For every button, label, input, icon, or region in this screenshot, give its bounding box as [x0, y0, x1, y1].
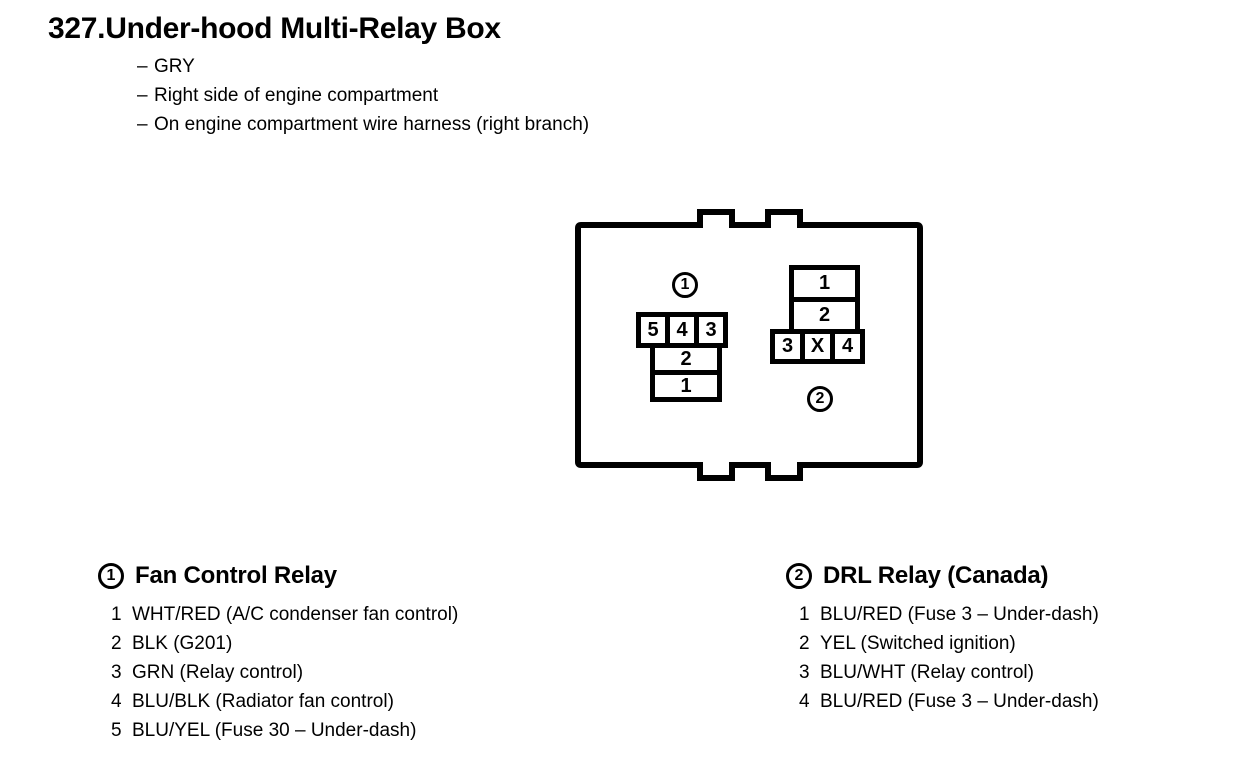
legend-pin-text: YEL (Switched ignition) [820, 633, 1016, 654]
dash-bullet: – [137, 85, 148, 106]
legend-pin-number: 2 [111, 633, 122, 654]
diagram-callout-1: 1 [672, 272, 698, 298]
connector-2-terminal[interactable]: 2 [789, 297, 860, 334]
legend-pin-row: 4 BLU/RED (Fuse 3 – Under-dash) [799, 687, 1099, 716]
legend-title: DRL Relay (Canada) [823, 562, 1049, 589]
connector-1-terminal[interactable]: 5 [636, 312, 670, 348]
header-note-text: On engine compartment wire harness (righ… [154, 114, 590, 135]
legend-pin-row: 3 BLU/WHT (Relay control) [799, 658, 1099, 687]
legend-pin-list: 1 WHT/RED (A/C condenser fan control) 2 … [111, 600, 458, 745]
header-note-text: Right side of engine compartment [154, 85, 439, 106]
connector-1-stack: 2 1 [650, 343, 728, 402]
connector-2-stack: 1 2 [789, 265, 865, 334]
legend-pin-row: 2 YEL (Switched ignition) [799, 629, 1099, 658]
connector-2[interactable]: 1 2 3 X 4 [770, 265, 865, 364]
legend-pin-number: 5 [111, 720, 122, 741]
legend-pin-row: 3 GRN (Relay control) [111, 658, 458, 687]
legend-drl-relay: 2 DRL Relay (Canada) 1 BLU/RED (Fuse 3 –… [786, 562, 1099, 716]
legend-pin-text: BLK (G201) [132, 633, 233, 654]
legend-pin-text: BLU/RED (Fuse 3 – Under-dash) [820, 691, 1099, 712]
legend-pin-row: 5 BLU/YEL (Fuse 30 – Under-dash) [111, 716, 458, 745]
dash-bullet: – [137, 56, 148, 77]
legend-badge-2: 2 [786, 563, 812, 589]
legend-title: Fan Control Relay [135, 562, 337, 589]
connector-2-bottom-row: 3 X 4 [770, 329, 865, 364]
legend-pin-text: BLU/BLK (Radiator fan control) [132, 691, 394, 712]
header-note: – GRY [137, 52, 589, 81]
header-note: – On engine compartment wire harness (ri… [137, 110, 589, 139]
connector-1-terminal[interactable]: 3 [694, 312, 728, 348]
legend-pin-number: 2 [799, 633, 810, 654]
relay-box-diagram: 1 5 4 3 2 1 1 2 3 X 4 2 [560, 190, 940, 500]
connector-2-terminal[interactable]: 4 [830, 329, 865, 364]
legend-pin-text: GRN (Relay control) [132, 662, 304, 683]
legend-pin-row: 4 BLU/BLK (Radiator fan control) [111, 687, 458, 716]
header-note-text: GRY [154, 56, 195, 77]
legend-pin-row: 2 BLK (G201) [111, 629, 458, 658]
diagram-callout-2: 2 [807, 386, 833, 412]
legend-pin-text: BLU/YEL (Fuse 30 – Under-dash) [132, 720, 417, 741]
legend-pin-row: 1 BLU/RED (Fuse 3 – Under-dash) [799, 600, 1099, 629]
legend-header: 2 DRL Relay (Canada) [786, 562, 1099, 590]
legend-pin-text: BLU/WHT (Relay control) [820, 662, 1034, 683]
connector-1[interactable]: 5 4 3 2 1 [636, 312, 728, 402]
connector-1-top-row: 5 4 3 [636, 312, 728, 348]
legend-pin-number: 3 [111, 662, 122, 683]
legend-pin-number: 4 [111, 691, 122, 712]
legend-pin-number: 1 [111, 604, 122, 625]
connector-1-terminal[interactable]: 1 [650, 370, 722, 402]
legend-header: 1 Fan Control Relay [98, 562, 458, 590]
page-title: 327. Under-hood Multi-Relay Box [48, 12, 589, 46]
header-note: – Right side of engine compartment [137, 81, 589, 110]
legend-pin-row: 1 WHT/RED (A/C condenser fan control) [111, 600, 458, 629]
page-header: 327. Under-hood Multi-Relay Box – GRY – … [48, 12, 589, 139]
legend-pin-text: WHT/RED (A/C condenser fan control) [132, 604, 459, 625]
connector-1-terminal[interactable]: 4 [665, 312, 699, 348]
dash-bullet: – [137, 114, 148, 135]
header-notes: – GRY – Right side of engine compartment… [137, 52, 589, 139]
legend-fan-control-relay: 1 Fan Control Relay 1 WHT/RED (A/C conde… [98, 562, 458, 745]
page-title-text: Under-hood Multi-Relay Box [105, 12, 501, 45]
page-title-number: 327. [48, 12, 106, 45]
relay-box-housing-outline [575, 209, 923, 481]
legend-pin-list: 1 BLU/RED (Fuse 3 – Under-dash) 2 YEL (S… [799, 600, 1099, 716]
legend-badge-1: 1 [98, 563, 124, 589]
connector-2-terminal-blank[interactable]: X [800, 329, 835, 364]
legend-pin-number: 1 [799, 604, 810, 625]
legend-pin-number: 3 [799, 662, 810, 683]
legend-pin-text: BLU/RED (Fuse 3 – Under-dash) [820, 604, 1099, 625]
legend-pin-number: 4 [799, 691, 810, 712]
